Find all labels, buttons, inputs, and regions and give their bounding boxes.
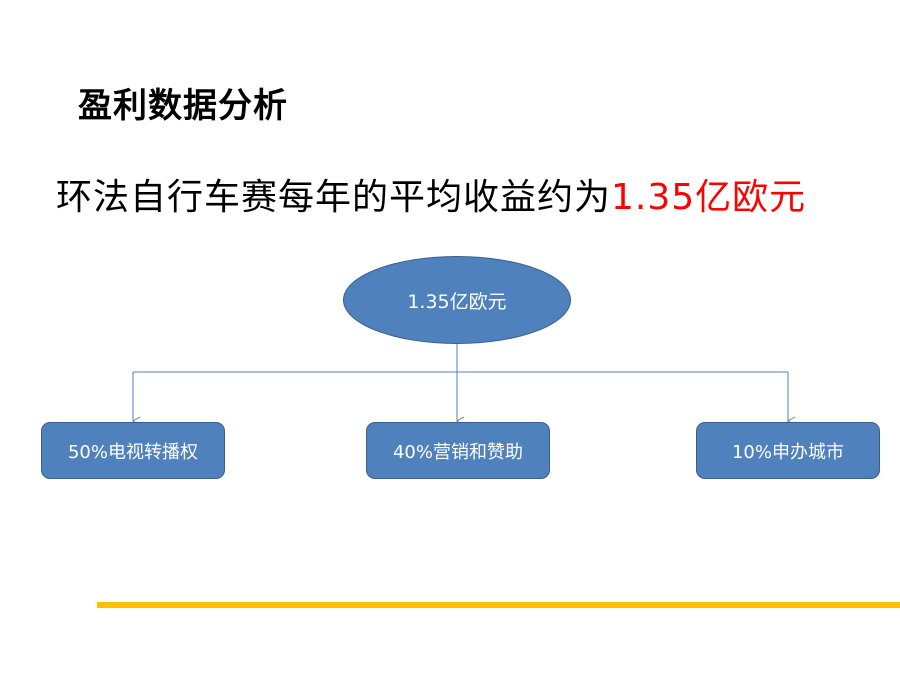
- child-node-tv-rights: 50%电视转播权: [41, 422, 225, 479]
- bottom-divider-line: [97, 602, 900, 608]
- subtitle-highlight: 1.35亿欧元: [611, 177, 807, 218]
- child-node-label: 40%营销和赞助: [392, 441, 523, 463]
- child-node-label: 10%申办城市: [731, 441, 844, 463]
- slide-title: 盈利数据分析: [78, 86, 288, 126]
- subtitle-text: 环法自行车赛每年的平均收益约为: [56, 177, 612, 218]
- root-node-label: 1.35亿欧元: [407, 290, 507, 313]
- child-node-label: 50%电视转播权: [67, 441, 198, 463]
- child-node-marketing: 40%营销和赞助: [366, 422, 550, 479]
- child-node-host-city: 10%申办城市: [696, 422, 880, 479]
- slide-subtitle: 环法自行车赛每年的平均收益约为1.35亿欧元: [56, 168, 806, 220]
- root-node: 1.35亿欧元: [343, 256, 571, 344]
